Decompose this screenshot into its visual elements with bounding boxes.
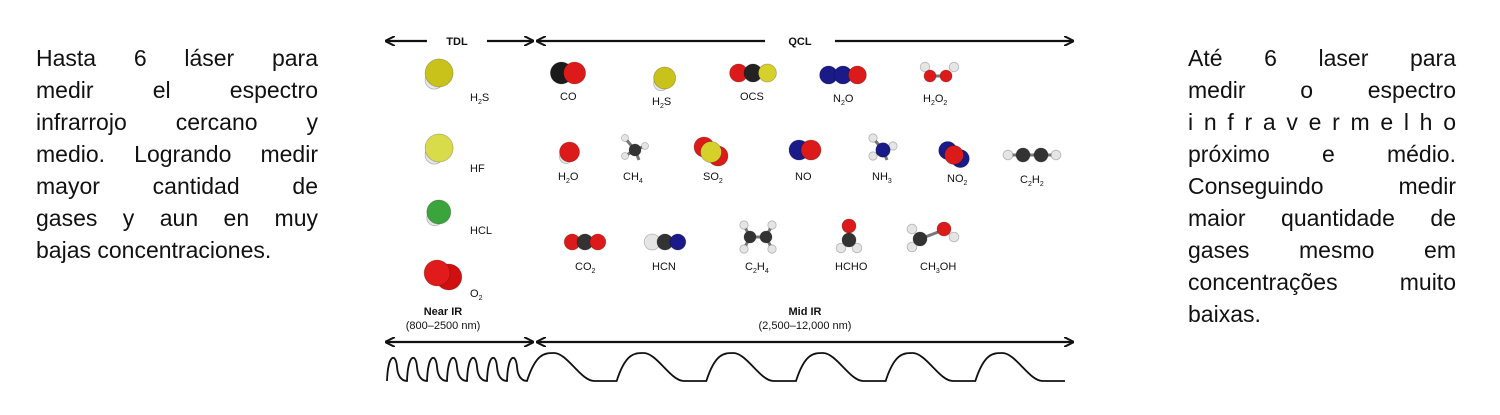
spanish-text-line: bajas concentraciones.: [36, 237, 272, 263]
molecule-label-h2o2: H2O2: [923, 93, 947, 107]
molecule-so2: SO2: [693, 136, 729, 185]
spanish-text-line: medio. Logrando medir: [36, 141, 318, 167]
spanish-text-line: mayor cantidad de: [36, 173, 318, 199]
portuguese-text-line: i n f r a v e r m e l h o: [1188, 109, 1456, 135]
molecule-no: NO: [788, 139, 822, 183]
molecule-label-no: NO: [795, 171, 812, 183]
molecule-label-c2h4: C2H4: [745, 261, 769, 275]
qcl-label: QCL: [788, 36, 812, 48]
portuguese-text-line: Até 6 laser para: [1188, 45, 1456, 71]
molecule-co: CO: [549, 61, 587, 103]
near-ir-title: Near IR: [424, 306, 463, 318]
molecule-label-co: CO: [560, 91, 577, 103]
molecule-label-co2: CO2: [575, 261, 596, 275]
qcl-range-arrow: QCL: [538, 36, 1072, 48]
molecule-label-hf: HF: [470, 163, 485, 175]
tdl-label: TDL: [446, 36, 468, 48]
tdl-range-arrow: TDL: [387, 36, 532, 48]
molecule-label-hcn: HCN: [652, 261, 676, 273]
molecule-label-o2: O2: [470, 288, 483, 302]
portuguese-text-line: medir o espectro: [1188, 77, 1456, 103]
portuguese-text-line: baixas.: [1188, 301, 1261, 327]
molecule-hcho: HCHO: [835, 218, 868, 273]
portuguese-description: Até 6 laser para medir o espectro i n f r …: [1188, 42, 1456, 330]
molecule-ocs: OCS: [729, 63, 777, 103]
molecule-label-no2: NO2: [947, 173, 968, 187]
spanish-text-line: infrarrojo cercano y: [36, 109, 318, 135]
molecule-label-ch4: CH4: [623, 171, 643, 185]
molecule-label-n2o: N2O: [833, 93, 854, 107]
molecule-h2s-near: H2S: [424, 58, 489, 106]
molecule-o2: O2: [423, 259, 483, 302]
molecule-label-nh3: NH3: [872, 171, 892, 185]
molecule-label-ocs: OCS: [740, 91, 764, 103]
molecule-label-hcho: HCHO: [835, 261, 868, 273]
molecule-label-c2h2: C2H2: [1020, 174, 1044, 188]
molecule-no2: NO2: [938, 141, 970, 187]
portuguese-text-line: gases mesmo em: [1188, 237, 1456, 263]
molecule-hcl: HCL: [426, 199, 492, 237]
molecule-ch3oh: CH3OH: [906, 221, 960, 275]
mid-ir-range: (2,500–12,000 nm): [759, 320, 852, 332]
molecule-c2h2: C2H2: [1002, 147, 1062, 188]
portuguese-text-line: próximo e médio.: [1188, 141, 1456, 167]
molecule-label-so2: SO2: [703, 171, 723, 185]
spanish-description: Hasta 6 láser para medir el espectro infra…: [36, 42, 318, 266]
molecule-h2o: H2O: [558, 141, 580, 185]
spanish-text-line: medir el espectro: [36, 77, 318, 103]
molecule-co2: CO2: [563, 233, 607, 275]
molecule-hcn: HCN: [643, 233, 687, 273]
molecule-label-ch3oh: CH3OH: [920, 261, 956, 275]
wavelength-wave: [386, 352, 1065, 382]
portuguese-text-line: Conseguindo medir: [1188, 173, 1456, 199]
molecule-nh3: NH3: [868, 133, 898, 185]
molecule-n2o: N2O: [819, 65, 867, 107]
molecule-hf: HF: [424, 133, 485, 175]
molecule-label-h2s-mid: H2S: [652, 96, 671, 110]
molecule-label-h2s-near: H2S: [470, 92, 489, 106]
molecule-h2s-mid: H2S: [652, 66, 677, 110]
mid-ir-title: Mid IR: [789, 306, 822, 318]
portuguese-text-line: maior quantidade de: [1188, 205, 1456, 231]
spanish-text-line: Hasta 6 láser para: [36, 45, 318, 71]
spanish-text-line: gases y aun en muy: [36, 205, 318, 231]
molecule-c2h4: C2H4: [739, 220, 777, 275]
molecule-ch4: CH4: [621, 134, 649, 185]
near-ir-range: (800–2500 nm): [406, 320, 481, 332]
molecule-h2o2: H2O2: [919, 61, 960, 107]
portuguese-text-line: concentrações muito: [1188, 269, 1456, 295]
molecule-label-h2o: H2O: [558, 171, 579, 185]
molecule-label-hcl: HCL: [470, 225, 492, 237]
